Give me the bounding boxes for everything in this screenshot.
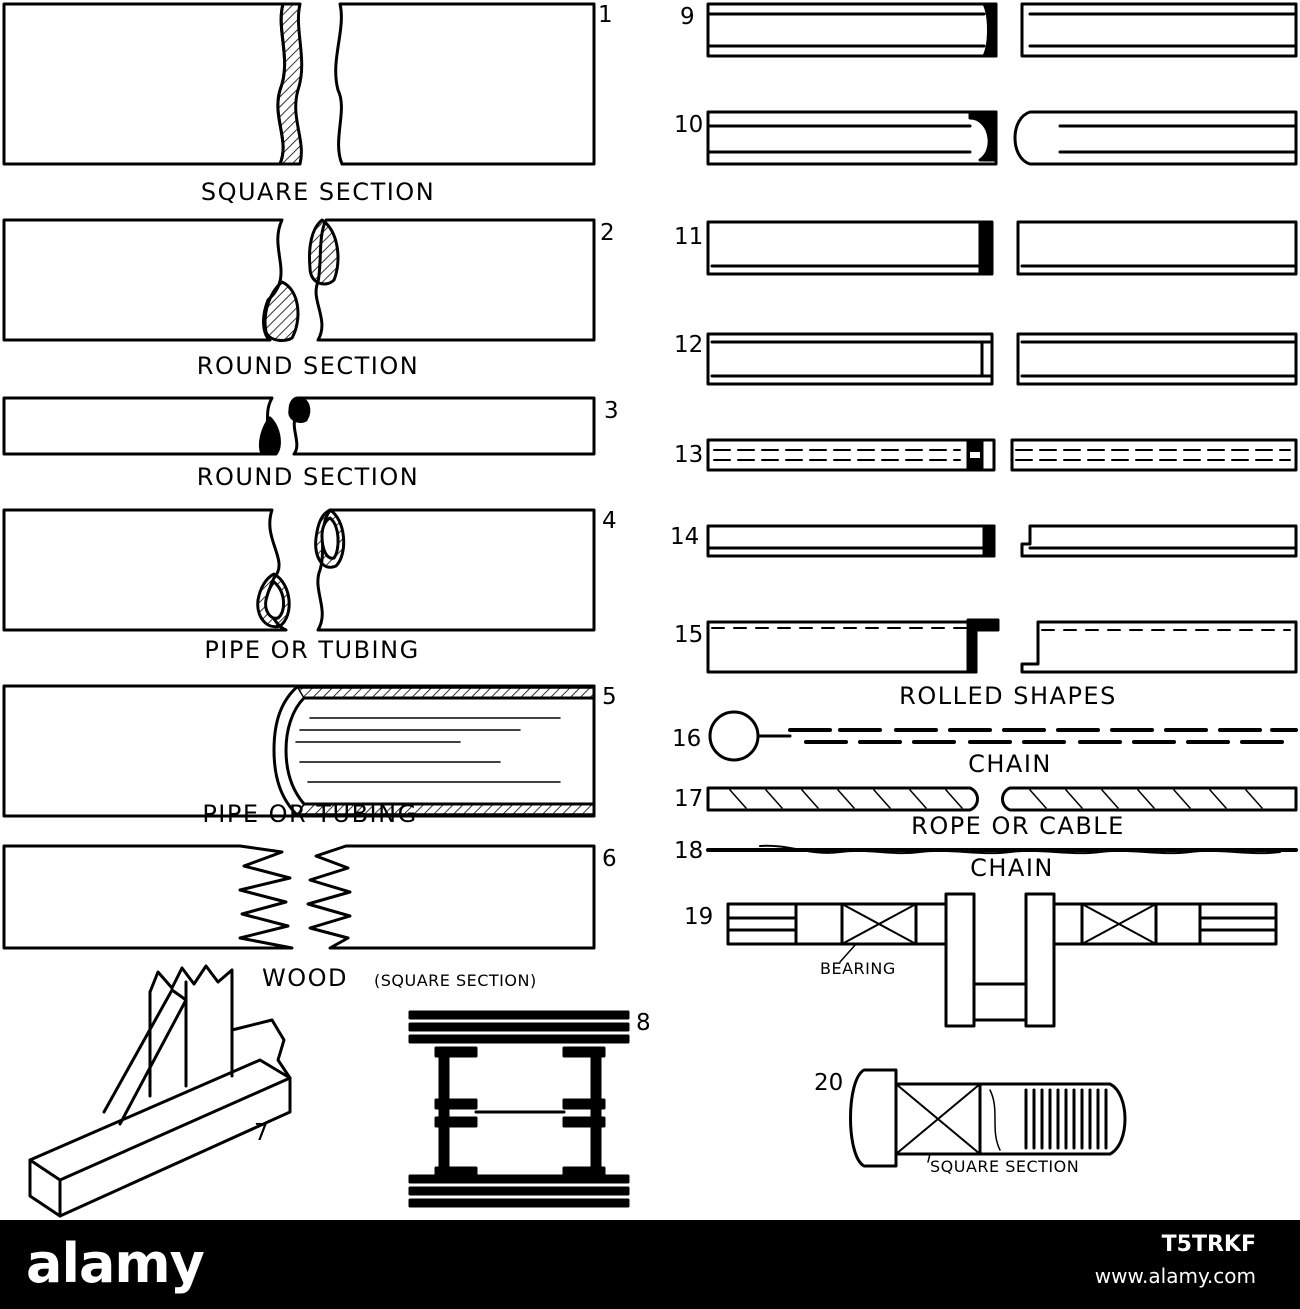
label-pipe-tubing-4: PIPE OR TUBING	[204, 636, 419, 664]
figure-number-2: 2	[600, 220, 615, 246]
figure-16-chain	[708, 710, 1298, 762]
figure-number-4: 4	[602, 508, 617, 534]
figure-18-chain-line	[706, 844, 1298, 855]
figure-number-20: 20	[814, 1070, 843, 1096]
label-pipe-tubing-5: PIPE OR TUBING	[202, 800, 417, 828]
figure-15-zee	[706, 618, 1298, 674]
figure-7-wood-block	[28, 964, 292, 1218]
figure-12-tee	[706, 332, 1298, 386]
alamy-logo: alamy	[26, 1232, 205, 1295]
figure-9-i-beam	[706, 2, 1298, 58]
figure-14-angle	[706, 524, 1298, 558]
figure-number-7: 7	[254, 1120, 269, 1146]
label-square-section-20: SQUARE SECTION	[930, 1157, 1079, 1176]
figure-4-pipe-tubing	[2, 508, 596, 632]
label-round-section-3: ROUND SECTION	[197, 463, 419, 491]
figure-17-rope-cable	[706, 786, 1298, 812]
label-rope-cable: ROPE OR CABLE	[911, 812, 1125, 840]
figure-number-1: 1	[598, 2, 613, 28]
figure-number-19: 19	[684, 904, 713, 930]
figure-5-pipe-tubing	[2, 684, 596, 818]
figure-number-5: 5	[602, 684, 617, 710]
figure-number-17: 17	[674, 786, 703, 812]
figure-number-16: 16	[672, 726, 701, 752]
figure-number-10: 10	[674, 112, 703, 138]
figure-number-15: 15	[674, 622, 703, 648]
figure-number-18: 18	[674, 838, 703, 864]
label-round-section-2: ROUND SECTION	[197, 352, 419, 380]
figure-number-8: 8	[636, 1010, 651, 1036]
figure-number-9: 9	[680, 4, 695, 30]
figure-number-6: 6	[602, 846, 617, 872]
figure-number-11: 11	[674, 224, 703, 250]
label-wood-square-section: (SQUARE SECTION)	[374, 971, 537, 990]
label-bearing: BEARING	[820, 959, 896, 978]
conventional-break-symbols-sheet: SQUARE SECTION ROUND SECTION ROUND SECTI…	[2, 2, 1298, 1218]
label-wood: WOOD	[262, 964, 348, 992]
stock-watermark-footer: alamy T5TRKF www.alamy.com	[0, 1220, 1300, 1309]
figure-number-13: 13	[674, 442, 703, 468]
figure-number-12: 12	[674, 332, 703, 358]
figure-13-bar	[706, 438, 1298, 472]
figure-1-square-section	[2, 2, 596, 166]
figure-10-bulb-section	[706, 110, 1298, 166]
figure-8-built-up-section	[408, 1010, 630, 1208]
image-id: T5TRKF	[1161, 1232, 1256, 1257]
label-chain-16: CHAIN	[968, 750, 1052, 778]
figure-2-round-section	[2, 218, 596, 342]
label-chain-18: CHAIN	[970, 854, 1054, 882]
site-url: www.alamy.com	[1094, 1264, 1256, 1288]
figure-6-wood	[2, 844, 596, 950]
figure-11-channel	[706, 220, 1298, 276]
label-square-section: SQUARE SECTION	[201, 178, 435, 206]
figure-19-bearing-shaft	[726, 892, 1278, 1028]
figure-number-14: 14	[670, 524, 699, 550]
label-rolled-shapes: ROLLED SHAPES	[899, 682, 1117, 710]
figure-20-bolt	[849, 1068, 1127, 1168]
figure-3-round-section	[2, 396, 596, 456]
figure-number-3: 3	[604, 398, 619, 424]
